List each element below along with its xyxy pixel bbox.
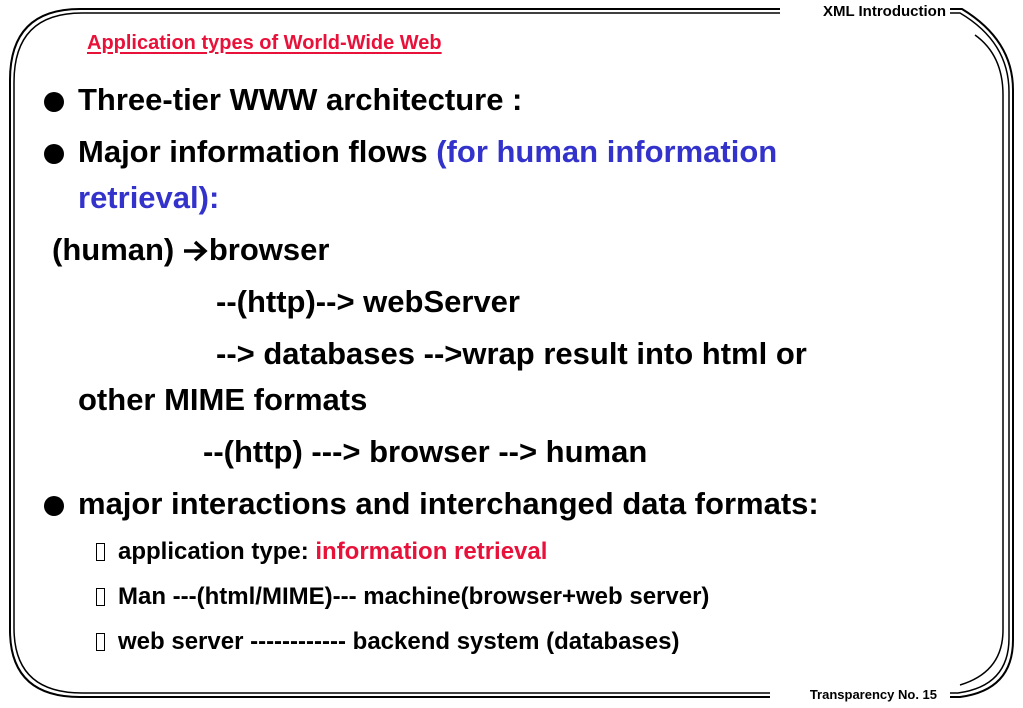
sub-bullet-icon <box>96 588 105 606</box>
bullet-major-flows-text: Major information flows <box>78 134 437 169</box>
header-label: XML Introduction <box>820 3 948 20</box>
flow-line-1: (human) browser <box>52 232 329 268</box>
bullet-dot-icon <box>44 92 64 112</box>
sub-item-man-machine: Man ---(html/MIME)--- machine(browser+we… <box>118 583 710 610</box>
sub-item-application-type-highlight: information retrieval <box>315 538 548 565</box>
bullet-dot-icon <box>44 144 64 164</box>
flow-line-1-suffix: browser <box>208 232 330 267</box>
sub-item-web-server: web server ------------ backend system (… <box>118 628 680 655</box>
slide-title: Application types of World-Wide Web <box>87 32 442 54</box>
bullet-dot-icon <box>44 496 64 516</box>
bullet-major-flows-cont: retrieval): <box>78 180 220 215</box>
sub-item-application-type-label: application type: <box>118 538 316 565</box>
sub-bullet-icon <box>96 543 105 561</box>
bullet-three-tier: Three-tier WWW architecture : <box>78 82 523 117</box>
right-arrow-icon <box>183 240 208 262</box>
flow-line-3-cont: other MIME formats <box>78 382 368 417</box>
bullet-major-flows-highlight: (for human information <box>436 134 778 169</box>
bullet-major-flows: Major information flows (for human infor… <box>78 134 777 170</box>
sub-item-application-type: application type: information retrieval <box>118 538 547 566</box>
bullet-major-interactions: major interactions and interchanged data… <box>78 486 819 521</box>
footer-label: Transparency No. 15 <box>807 687 939 702</box>
flow-line-3: --> databases -->wrap result into html o… <box>216 336 807 371</box>
flow-line-4: --(http) ---> browser --> human <box>203 434 648 469</box>
sub-bullet-icon <box>96 633 105 651</box>
flow-line-2: --(http)--> webServer <box>216 284 520 319</box>
flow-line-1-prefix: (human) <box>52 232 183 267</box>
